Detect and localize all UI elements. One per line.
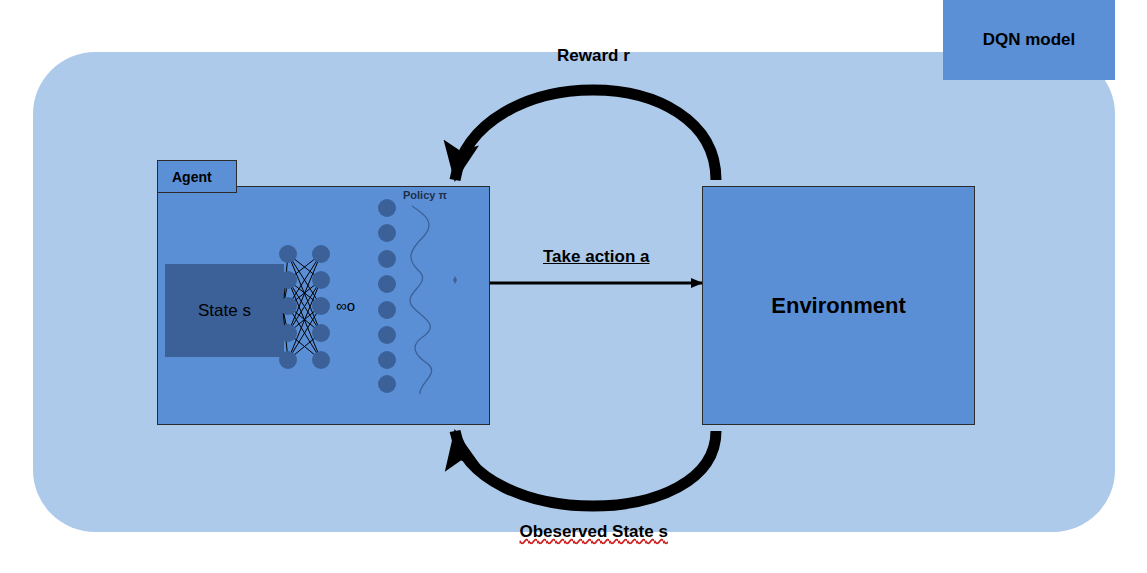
state-label: State s — [198, 301, 251, 321]
policy-label: Policy π — [403, 189, 447, 201]
neuron-layer-2 — [312, 245, 330, 369]
model-band: DQN modelAgentState sEnvironment — [33, 52, 1115, 532]
agent-box: AgentState s — [157, 186, 490, 425]
environment-label: Environment — [771, 293, 905, 319]
feedback-arrow — [455, 431, 716, 506]
edge-label: Take action a — [543, 247, 649, 267]
action-arrow — [490, 282, 702, 285]
hidden-connections — [288, 254, 321, 360]
input-connections — [283, 254, 288, 360]
edge-label: Reward r — [557, 46, 630, 66]
feedback-arrow — [455, 90, 716, 180]
state-box: State s — [165, 264, 284, 357]
model-title-tab: DQN model — [943, 0, 1115, 80]
output-neurons — [378, 199, 396, 393]
policy-distribution-curve — [410, 206, 432, 394]
agent-title-tab: Agent — [157, 160, 237, 193]
selected-action-dot — [453, 276, 457, 284]
edge-label: Obeserved State s — [520, 522, 668, 542]
neuron-layer-1 — [279, 245, 297, 369]
ellipsis-mark: ∞o — [336, 297, 355, 314]
environment-box: Environment — [702, 186, 975, 425]
